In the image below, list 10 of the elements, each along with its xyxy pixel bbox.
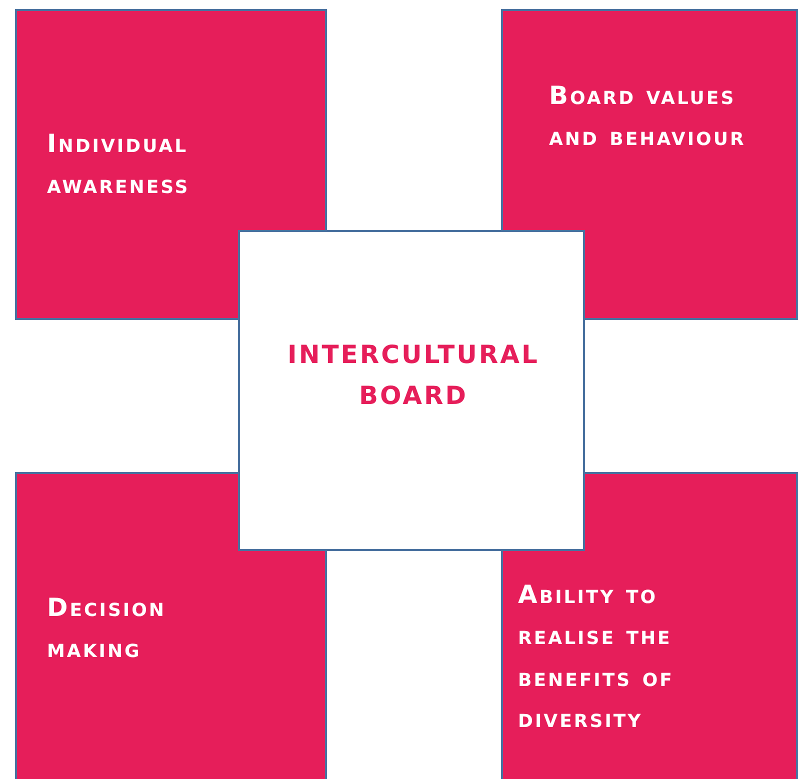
topic-box — [501, 9, 798, 320]
box-label: Board values and behaviour — [549, 80, 747, 154]
topic-box — [15, 472, 327, 779]
box-label: Individual awareness — [47, 128, 191, 202]
box-label: INTERCULTURAL BOARD — [286, 339, 540, 412]
topic-box — [501, 472, 798, 779]
center-box — [238, 230, 585, 551]
box-label: Ability to realise the benefits of diversity — [518, 579, 675, 735]
topic-box — [15, 9, 327, 320]
box-label: Decision making — [47, 592, 167, 666]
